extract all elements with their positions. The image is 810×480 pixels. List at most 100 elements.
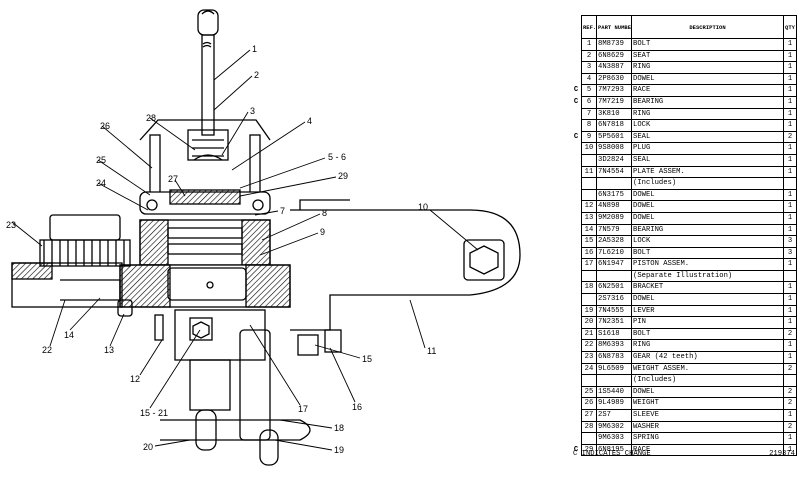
description-cell: WEIGHT xyxy=(631,397,784,410)
qty-cell: 1 xyxy=(783,119,797,132)
qty-cell: 2 xyxy=(783,130,797,144)
ref-no-cell: 26 xyxy=(581,397,597,410)
qty-cell: 1 xyxy=(783,293,797,306)
part-number-cell: 9M6303 xyxy=(596,432,632,445)
ref-no-cell: 11 xyxy=(581,165,597,179)
ref-no-cell: 2 xyxy=(581,49,597,63)
description-cell: SEAT xyxy=(631,49,784,63)
ref-no-cell: 23 xyxy=(581,351,597,364)
ref-no-cell: 21 xyxy=(581,327,597,341)
callout-16: 16 xyxy=(352,402,362,412)
qty-cell: 2 xyxy=(783,327,797,341)
part-number-cell: 2A5328 xyxy=(596,235,632,248)
ref-no-cell: 27 xyxy=(581,409,597,422)
qty-cell: 1 xyxy=(783,95,797,109)
description-cell: BEARING xyxy=(631,223,784,237)
change-indicator xyxy=(571,166,582,178)
description-cell: SEAL xyxy=(631,153,784,167)
description-cell: BOLT xyxy=(631,327,784,341)
change-indicator xyxy=(571,317,582,329)
ref-no-cell xyxy=(581,293,597,306)
qty-cell: 1 xyxy=(783,72,797,86)
part-number-cell: 2S7 xyxy=(596,409,632,422)
ref-no-cell: 20 xyxy=(581,316,597,329)
part-number-cell: 9L6509 xyxy=(596,362,632,376)
part-number-cell: 2P8630 xyxy=(596,72,632,86)
part-number-cell: 7M7219 xyxy=(596,95,632,109)
callout-11: 11 xyxy=(427,346,436,356)
ref-no-cell: 12 xyxy=(581,200,597,213)
change-indicator: C xyxy=(573,445,579,454)
description-cell: LOCK xyxy=(631,235,784,248)
change-indicator xyxy=(571,328,582,340)
callout-28: 28 xyxy=(146,113,156,123)
description-cell: (Includes) xyxy=(631,374,784,387)
callout-24: 24 xyxy=(96,178,106,188)
description-cell: DOWEL xyxy=(631,385,784,399)
ref-no-cell: 1 xyxy=(581,38,597,51)
qty-cell: 1 xyxy=(783,258,797,271)
change-indicator xyxy=(571,363,582,375)
part-number-cell: 4N898 xyxy=(596,200,632,213)
qty-cell xyxy=(783,374,797,387)
callout-labels: 1 2 3 4 5 - 6 29 7 8 9 10 11 12 13 14 15… xyxy=(6,44,436,455)
description-cell: LEVER xyxy=(631,304,784,318)
description-cell: DOWEL xyxy=(631,200,784,213)
ref-no-cell xyxy=(581,153,597,167)
description-cell: SPRING xyxy=(631,432,784,445)
qty-cell: 1 xyxy=(783,351,797,364)
callout-1: 1 xyxy=(252,44,257,54)
qty-cell: 1 xyxy=(783,223,797,237)
description-cell: BEARING xyxy=(631,95,784,109)
qty-cell: 1 xyxy=(783,339,797,353)
description-cell: DOWEL xyxy=(631,72,784,86)
callout-29: 29 xyxy=(338,171,348,181)
change-indicator xyxy=(571,50,582,62)
callout-17: 17 xyxy=(298,404,308,414)
callout-8: 8 xyxy=(322,208,327,218)
ref-no-cell: 6 xyxy=(581,95,597,109)
qty-cell: 1 xyxy=(783,304,797,318)
ref-no-cell xyxy=(581,432,597,445)
description-header: DESCRIPTION xyxy=(631,15,784,39)
part-number-cell: 6N8629 xyxy=(596,49,632,63)
change-indicator xyxy=(571,282,582,294)
callout-5-6: 5 - 6 xyxy=(328,152,346,162)
change-note: C INDICATES CHANGE xyxy=(573,450,651,458)
change-indicator xyxy=(571,398,582,410)
part-number-cell: 7N4555 xyxy=(596,304,632,318)
part-number-cell xyxy=(596,269,632,283)
callout-25: 25 xyxy=(96,155,106,165)
description-cell: RING xyxy=(631,339,784,353)
qty-cell: 2 xyxy=(783,397,797,410)
part-number-cell: 6N1947 xyxy=(596,258,632,271)
callout-9: 9 xyxy=(320,227,325,237)
part-number-cell: 9L4989 xyxy=(596,397,632,410)
callout-18: 18 xyxy=(334,423,344,433)
qty-cell: 3 xyxy=(783,235,797,248)
description-cell: (Separate Illustration) xyxy=(631,269,784,283)
change-indicator xyxy=(571,236,582,248)
change-col-header xyxy=(571,16,582,39)
qty-cell: 1 xyxy=(783,200,797,213)
ref-no-cell: 7 xyxy=(581,107,597,121)
part-number-cell: 6N7818 xyxy=(596,119,632,132)
part-number-header: PART NUMBER xyxy=(596,15,632,39)
description-cell: RACE xyxy=(631,443,784,457)
description-cell: WASHER xyxy=(631,420,784,434)
ref-no-cell xyxy=(581,374,597,387)
part-number-cell: 4N3887 xyxy=(596,61,632,74)
